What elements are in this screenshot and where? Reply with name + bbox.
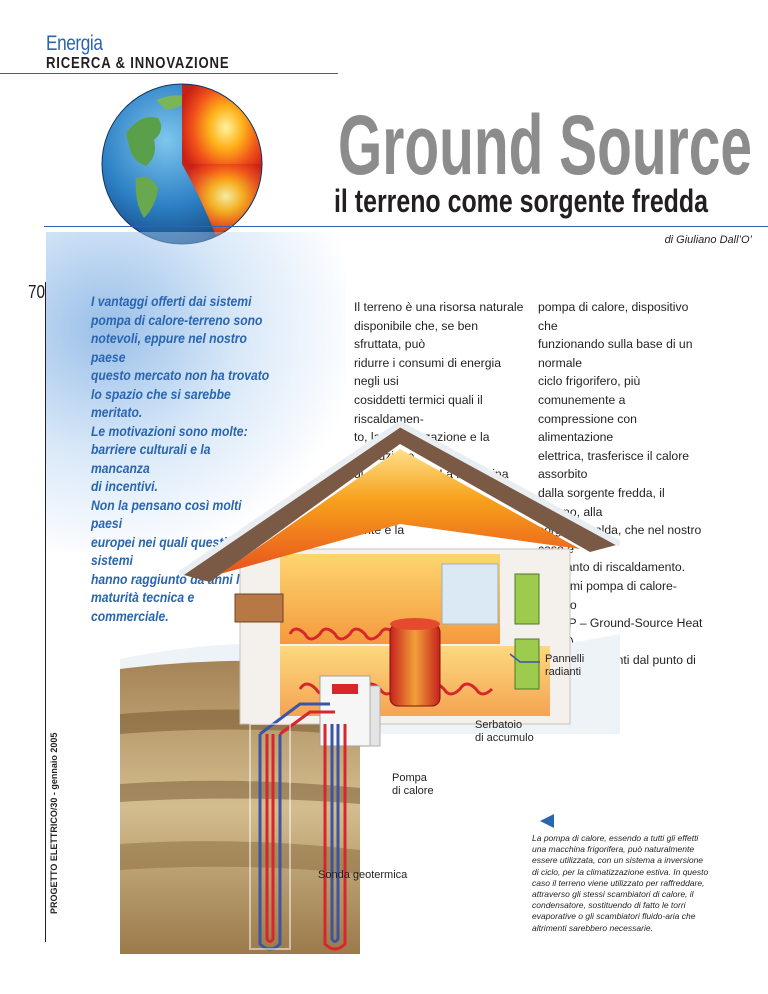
earth-globe-illustration <box>101 83 263 245</box>
header-rule <box>0 73 338 74</box>
intro-line: I vantaggi offerti dai sistemi <box>91 294 252 309</box>
body-line: Il terreno è una risorsa naturale <box>354 300 524 314</box>
caption-line: attraverso gli stessi scambiatori di cal… <box>532 889 694 900</box>
intro-line: maturità tecnica e commerciale. <box>91 590 195 624</box>
intro-line: lo spazio che si sarebbe meritato. <box>91 386 231 421</box>
intro-line: Le motivazioni sono molte: <box>91 423 248 439</box>
geothermal-house-illustration <box>120 420 620 954</box>
figure-caption: La pompa di calore, essendo a tutti gli … <box>532 833 712 934</box>
label-line: Serbatoio <box>475 719 523 731</box>
body-line: funzionando sulla base di un normale <box>538 337 693 370</box>
caption-line: evaporative o gli scambiatori fluido-ari… <box>532 911 696 922</box>
label-line: radianti <box>545 666 582 678</box>
intro-line: di incentivi. <box>91 479 158 494</box>
section-subtitle: RICERCA & INNOVAZIONE <box>46 55 230 72</box>
intro-line: Non la pensano così molti paesi <box>91 497 242 532</box>
caption-line: caso il terreno viene utilizzato per raf… <box>532 877 705 888</box>
caption-line: essere utilizzata, con un sistema a inve… <box>532 855 704 866</box>
caption-arrow-icon <box>540 814 554 828</box>
intro-line: pompa di calore-terreno sono <box>91 312 263 328</box>
label-serbatoio: Serbatoio di accumulo <box>475 719 534 745</box>
body-line: pompa di calore, dispositivo che <box>538 300 689 333</box>
body-line: l’impianto di riscaldamento. <box>538 560 685 575</box>
intro-line: europei nei quali questi sistemi <box>91 534 227 569</box>
body-line: ciclo frigorifero, più comunemente a <box>538 374 641 407</box>
intro-line: notevoli, eppure nel nostro paese <box>91 331 247 365</box>
caption-line: una macchina frigorifera, può naturalmen… <box>532 844 695 855</box>
caption-line: di ciclo, per la climatizzazione estiva.… <box>532 866 709 877</box>
intro-line: questo mercato non ha trovato <box>91 368 270 383</box>
label-line: di accumulo <box>475 732 534 744</box>
column-divider <box>45 282 46 942</box>
caption-line: altrimenti sarebbero necessarie. <box>532 922 653 933</box>
section-title: Energia <box>46 32 103 55</box>
label-line: di calore <box>392 785 434 797</box>
body-line: elettrica, trasferisce il calore assorbi… <box>538 448 690 482</box>
caption-line: condensatore, sostituendo di fatto le to… <box>532 900 686 911</box>
byline: di Giuliano Dall’O’ <box>664 234 752 246</box>
body-line: compressione con alimentazione <box>538 411 637 445</box>
body-line: disponibile che, se ben sfruttata, può <box>354 318 478 352</box>
article-title: Ground Source <box>338 98 752 186</box>
label-line: Pompa <box>392 772 427 784</box>
body-line: cosiddetti termici quali il riscaldamen- <box>354 392 483 426</box>
article-title-text: Ground Source <box>338 98 752 186</box>
label-pompa-di-calore: Pompa di calore <box>392 772 434 798</box>
intro-line: barriere culturali e la mancanza <box>91 442 211 476</box>
intro-paragraph: I vantaggi offerti dai sistemi pompa di … <box>91 293 271 626</box>
article-subtitle: il terreno come sorgente fredda <box>334 183 708 219</box>
journal-reference: PROGETTO ELETTRICO/30 - gennaio 2005 <box>49 732 59 914</box>
page-number: 70 <box>28 282 46 302</box>
label-pannelli-radianti: Pannelli radianti <box>545 653 584 679</box>
label-line: Pannelli <box>545 653 585 665</box>
caption-line: La pompa di calore, essendo a tutti gli … <box>532 833 699 843</box>
title-rule <box>44 226 768 227</box>
body-line: ridurre i consumi di energia negli usi <box>354 355 501 389</box>
article-subtitle-text: il terreno come sorgente fredda <box>334 183 708 219</box>
label-sonda-geotermica: Sonda geotermica <box>318 869 408 881</box>
